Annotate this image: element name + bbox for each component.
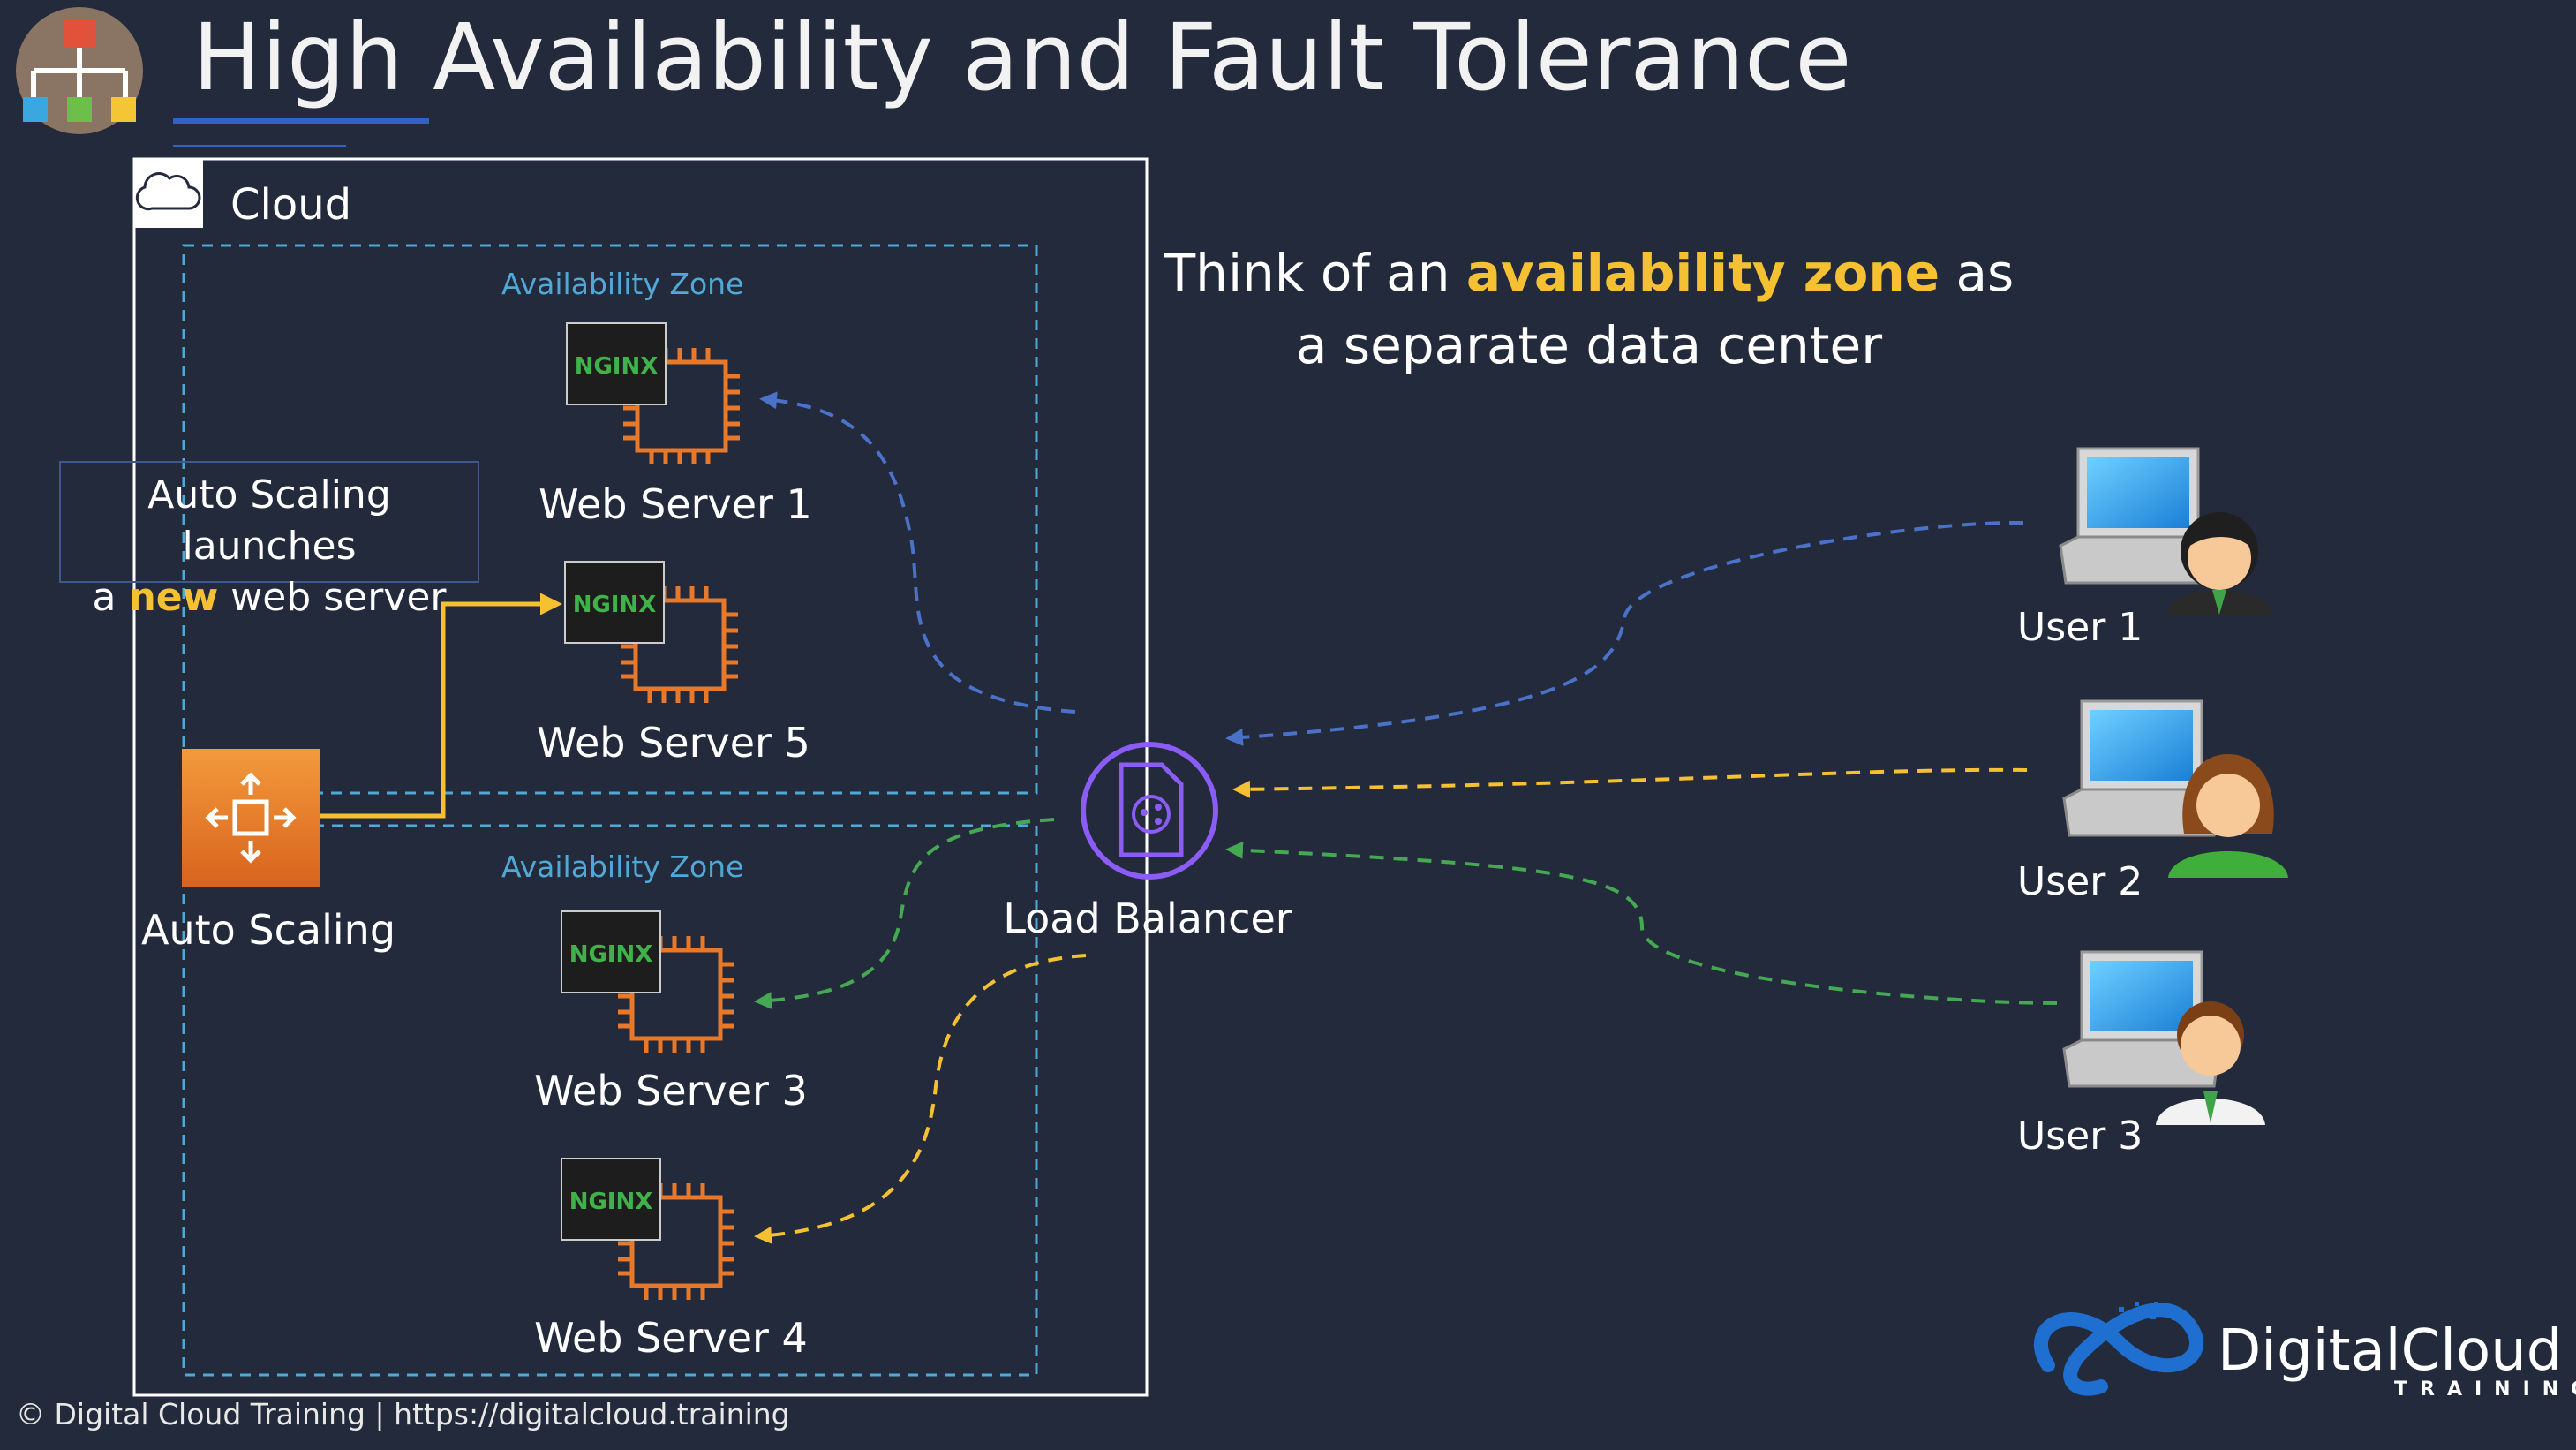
title-underline-thin	[173, 145, 346, 147]
user3-laptop-icon	[2062, 950, 2265, 1125]
user1-laptop-icon	[2059, 447, 2272, 616]
web-server-1-icon: NGINX	[566, 322, 740, 464]
web-server-1-label: Web Server 1	[539, 480, 812, 528]
nginx-logo-5: NGINX	[573, 592, 657, 618]
flow-lb-to-server4	[754, 954, 1087, 1244]
title-underline	[173, 118, 429, 124]
flow-user1-to-lb	[1225, 520, 2024, 746]
web-server-5-label: Web Server 5	[537, 719, 810, 767]
availability-zone-note: Think of an availability zone as a separ…	[1148, 237, 2030, 381]
availability-zone-2-label: Availability Zone	[501, 850, 744, 884]
cloud-label: Cloud	[230, 180, 352, 230]
autoscaling-label: Auto Scaling	[141, 906, 396, 954]
nginx-logo-3: NGINX	[569, 941, 653, 968]
cloud-icon-box	[134, 159, 203, 228]
web-server-4-icon: NGINX	[561, 1158, 734, 1300]
note-pre: Think of an	[1164, 243, 1466, 303]
web-server-5-icon: NGINX	[564, 561, 738, 703]
callout-line2-post: web server	[218, 575, 447, 620]
user3-label: User 3	[2017, 1114, 2143, 1159]
web-server-3-icon: NGINX	[561, 910, 734, 1053]
user1-label: User 1	[2017, 605, 2143, 650]
page-title: High Availability and Fault Tolerance	[192, 4, 1852, 111]
callout-highlight-new: new	[128, 575, 219, 620]
user2-label: User 2	[2017, 859, 2143, 904]
flow-user2-to-lb	[1232, 767, 2028, 798]
cloud-icon	[135, 172, 201, 211]
nginx-logo-1: NGINX	[575, 353, 659, 380]
flow-user3-to-lb	[1225, 841, 2058, 1005]
autoscaling-to-server5-line	[320, 593, 562, 819]
footer-copyright: © Digital Cloud Training | https://digit…	[16, 1397, 790, 1431]
note-line1: Think of an availability zone as	[1148, 237, 2030, 309]
cloud-boundary	[132, 157, 1149, 1397]
availability-zone-1	[182, 244, 1038, 795]
flow-lb-to-server3	[754, 818, 1055, 1010]
nginx-logo-4: NGINX	[569, 1189, 653, 1215]
load-balancer-icon	[1081, 742, 1218, 880]
web-server-3-label: Web Server 3	[534, 1067, 808, 1114]
load-balancer-label: Load Balancer	[1003, 895, 1292, 942]
brand-subtitle: TRAINING	[2394, 1378, 2576, 1401]
note-highlight: availability zone	[1465, 243, 1940, 303]
flow-lb-to-server1	[759, 391, 1076, 714]
callout-line2-pre: a	[92, 575, 129, 620]
web-server-4-label: Web Server 4	[534, 1314, 808, 1362]
brand-name: DigitalCloud	[2218, 1318, 2563, 1384]
autoscaling-callout: Auto Scaling launches a new web server	[59, 461, 479, 620]
digitalcloud-logo-icon	[2034, 1302, 2203, 1396]
user2-laptop-icon	[2062, 699, 2288, 878]
note-line2: a separate data center	[1295, 315, 1883, 375]
availability-zone-1-label: Availability Zone	[501, 267, 744, 301]
org-chart-icon	[16, 7, 143, 134]
callout-line1: Auto Scaling launches	[147, 472, 391, 569]
availability-zone-2	[182, 824, 1038, 1377]
autoscaling-icon	[182, 749, 320, 887]
callout-line2: a new web server	[61, 572, 478, 623]
note-post: as	[1940, 243, 2015, 303]
